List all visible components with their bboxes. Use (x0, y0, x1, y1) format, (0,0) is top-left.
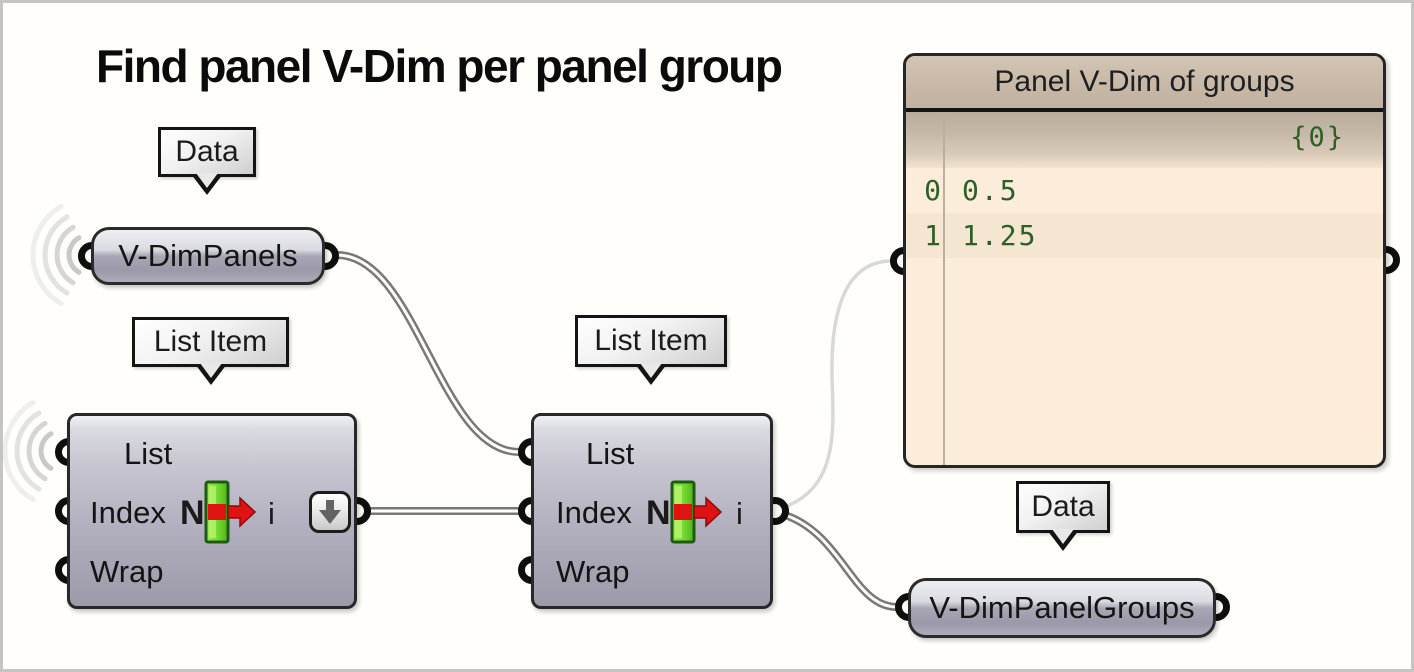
vdimpanelgroups-param[interactable]: V-DimPanelGroups (908, 578, 1216, 638)
panel-path-label: {0} (1290, 122, 1345, 153)
output-label-i: i (268, 496, 275, 531)
input-label-index: Index (556, 495, 632, 530)
list-item-icon-n: N (180, 494, 205, 532)
panel-title: Panel V-Dim of groups (906, 56, 1383, 112)
flatten-button[interactable] (309, 491, 351, 533)
row-index: 1 (924, 219, 943, 252)
tag-label: Data (1031, 490, 1095, 523)
input-label-wrap: Wrap (90, 554, 164, 589)
list-item-component-2[interactable]: List Index Wrap N i (531, 413, 773, 609)
tag-label: List Item (594, 324, 708, 357)
tag-data-bottom[interactable]: Data (1016, 481, 1110, 533)
panel-row-0: 0 0.5 (906, 168, 1383, 213)
list-item-icon (204, 480, 257, 544)
tag-label: List Item (153, 325, 268, 358)
flatten-arrow-icon (319, 500, 341, 524)
wireless-arcs-listitem1 (3, 400, 54, 502)
wire-listitem2-to-panel[interactable] (783, 259, 893, 509)
vdimpanels-param[interactable]: V-DimPanels (91, 227, 325, 285)
tag-label: Data (175, 135, 239, 168)
list-item-component-1[interactable]: List Index Wrap N i (67, 413, 357, 609)
tag-list-item-left[interactable]: List Item (132, 317, 289, 367)
panel-component[interactable]: Panel V-Dim of groups {0} 0 0.5 1 1.25 (903, 53, 1386, 468)
input-label-list: List (124, 436, 173, 471)
panel-row-1: 1 1.25 (906, 213, 1383, 258)
list-item-icon-n: N (646, 494, 671, 532)
tag-data-top[interactable]: Data (158, 127, 256, 177)
param-label: V-DimPanels (118, 238, 298, 273)
row-value: 1.25 (962, 219, 1038, 252)
tag-list-item-right[interactable]: List Item (575, 315, 727, 367)
wire-vdimpanels-to-listitem2-list[interactable] (336, 251, 520, 456)
list-item-icon (670, 480, 723, 544)
input-label-list: List (586, 436, 635, 471)
wire-layer (3, 204, 898, 611)
input-label-wrap: Wrap (556, 554, 630, 589)
panel-column-divider (943, 112, 945, 465)
input-label-index: Index (90, 495, 166, 530)
wire-listitem2-to-vdimpanelgroups[interactable] (783, 511, 898, 611)
wireless-arcs-vdimpanels (30, 204, 82, 306)
canvas-title[interactable]: Find panel V-Dim per panel group (96, 40, 783, 92)
row-value: 0.5 (962, 174, 1019, 207)
output-label-i: i (736, 496, 743, 531)
param-label: V-DimPanelGroups (929, 590, 1195, 625)
row-index: 0 (924, 174, 943, 207)
panel-path-band: {0} (906, 112, 1383, 168)
